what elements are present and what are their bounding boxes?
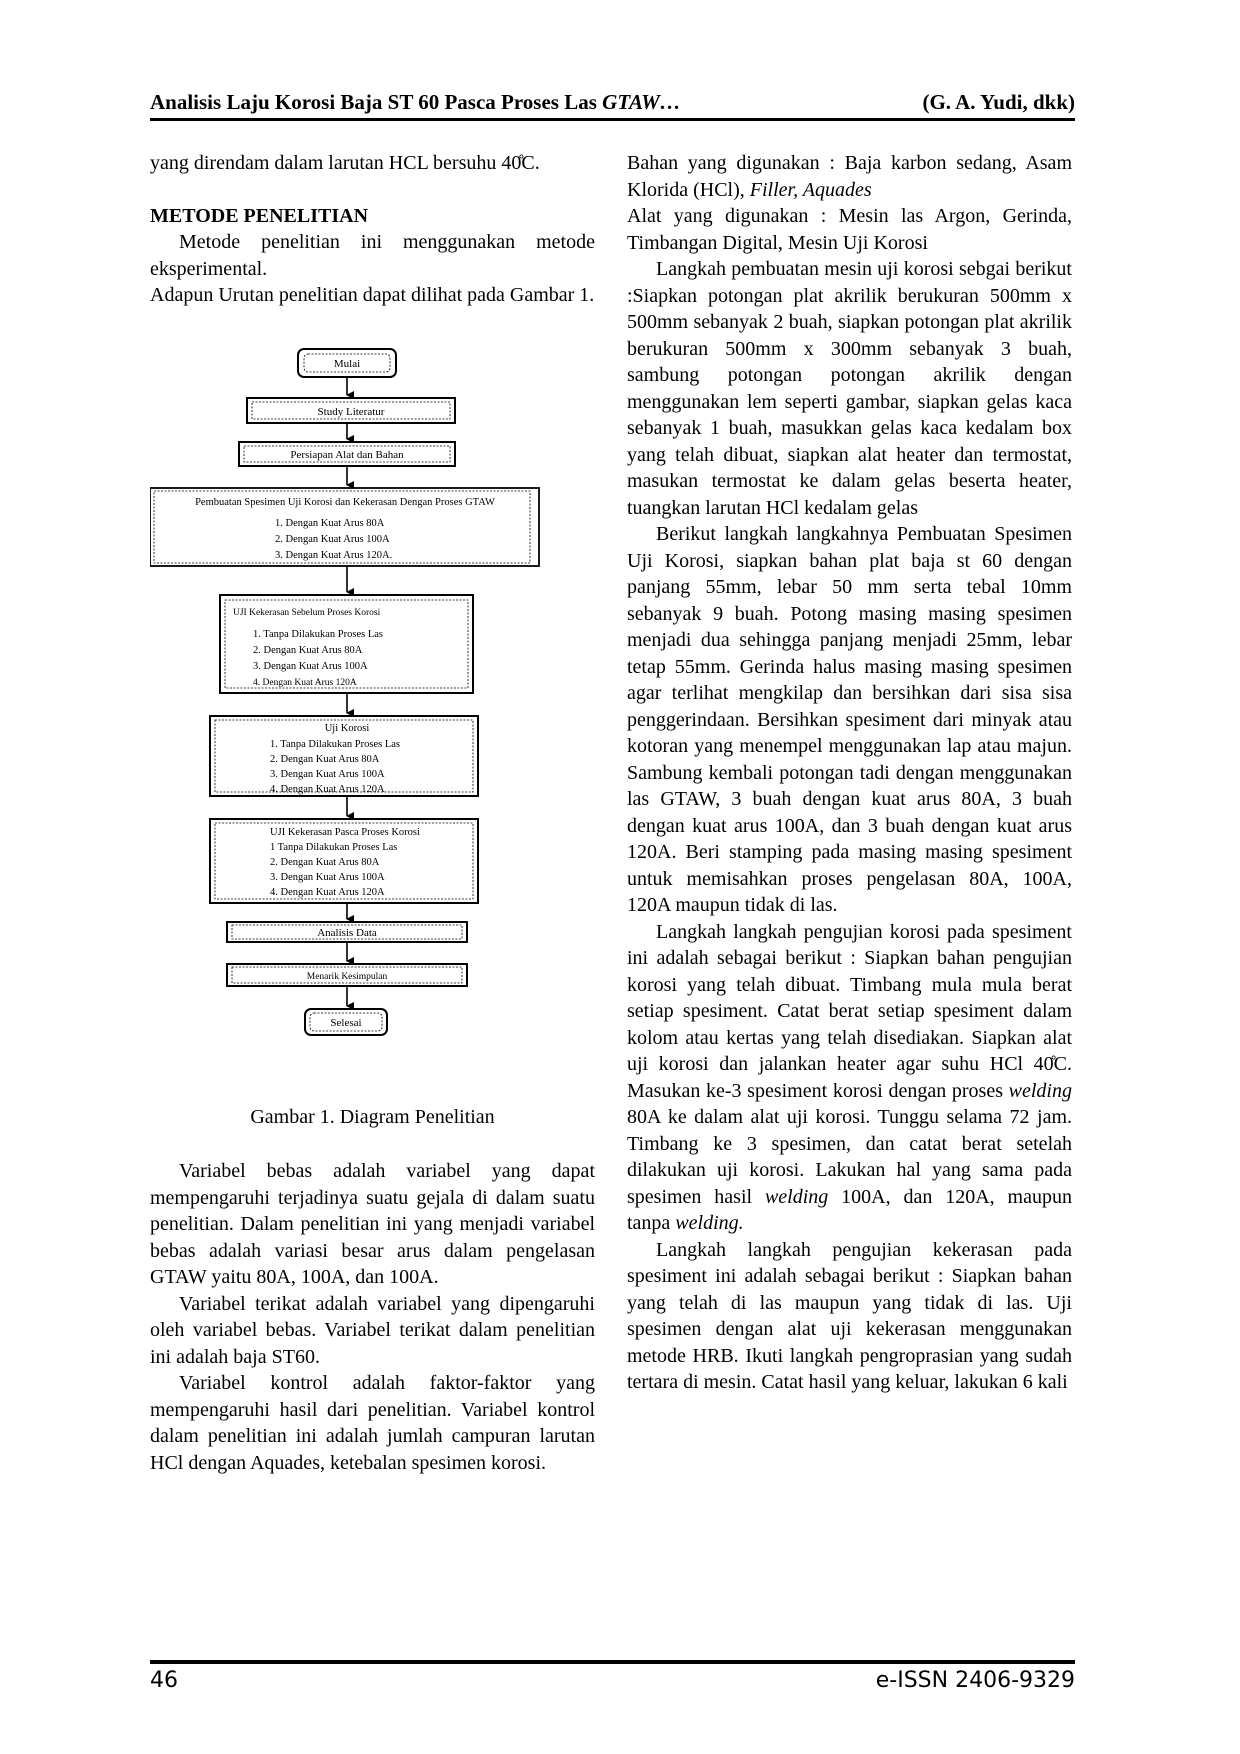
flow-spec-item: 2. Dengan Kuat Arus 100A	[275, 534, 390, 545]
flow-cor-item: 4. Dengan Kuat Arus 120A	[270, 784, 385, 795]
flowchart-figure: Mulai Study Literatur Persiapan Alat dan…	[150, 329, 595, 1104]
flow-prep: Persiapan Alat dan Bahan	[290, 449, 404, 461]
flow-end: Selesai	[330, 1017, 361, 1029]
figure-caption: Gambar 1. Diagram Penelitian	[250, 1105, 495, 1128]
left-column: yang direndam dalam larutan HCL bersuhu …	[150, 150, 595, 1476]
paragraph: Variabel terikat adalah variabel yang di…	[150, 1292, 595, 1368]
flow-analysis: Analisis Data	[317, 927, 377, 939]
flow-hard1-item: 1. Tanpa Dilakukan Proses Las	[253, 629, 383, 640]
flow-spec-title: Pembuatan Spesimen Uji Korosi dan Kekera…	[195, 497, 495, 508]
paragraph: Alat yang digunakan : Mesin las Argon, G…	[627, 205, 1072, 254]
header-rule	[150, 118, 1075, 121]
flow-hard1-title: UJI Kekerasan Sebelum Proses Korosi	[233, 608, 381, 618]
flow-conclude: Menarik Kesimpulan	[307, 972, 388, 982]
right-column: Bahan yang digunakan : Baja karbon sedan…	[627, 150, 1072, 1396]
page-number: 46	[150, 1668, 178, 1693]
section-heading: METODE PENELITIAN	[150, 204, 369, 227]
paragraph: Variabel kontrol adalah faktor-faktor ya…	[150, 1372, 595, 1474]
flow-hard1-item: 2. Dengan Kuat Arus 80A	[253, 645, 363, 656]
flow-cor-item: 2. Dengan Kuat Arus 80A	[270, 754, 380, 765]
header-title: Analisis Laju Korosi Baja ST 60 Pasca Pr…	[150, 90, 681, 114]
flow-hard1-item: 4. Dengan Kuat Arus 120A	[253, 678, 357, 688]
flow-hard1-item: 3. Dengan Kuat Arus 100A	[253, 661, 368, 672]
research-flowchart: Mulai Study Literatur Persiapan Alat dan…	[150, 347, 540, 1036]
paragraph: Langkah langkah pengujian kekerasan pada…	[627, 1238, 1072, 1394]
flow-spec-item: 1. Dengan Kuat Arus 80A	[275, 518, 385, 529]
flow-cor-title: Uji Korosi	[325, 723, 370, 734]
paragraph: Berikut langkah langkahnya Pembuatan Spe…	[627, 523, 1072, 916]
flow-hard2-title: UJI Kekerasan Pasca Proses Korosi	[270, 827, 420, 838]
paragraph: Metode penelitian ini menggunakan metode…	[150, 231, 595, 280]
paragraph: yang direndam dalam larutan HCL bersuhu …	[150, 152, 540, 174]
issn: e-ISSN 2406-9329	[875, 1668, 1075, 1693]
flow-hard2-item: 2. Dengan Kuat Arus 80A	[270, 857, 380, 868]
flow-cor-item: 3. Dengan Kuat Arus 100A	[270, 769, 385, 780]
running-header: Analisis Laju Korosi Baja ST 60 Pasca Pr…	[150, 90, 1075, 120]
flow-cor-item: 1. Tanpa Dilakukan Proses Las	[270, 739, 400, 750]
flow-hard2-item: 4. Dengan Kuat Arus 120A	[270, 887, 385, 898]
flow-start: Mulai	[334, 358, 360, 370]
flow-spec-item: 3. Dengan Kuat Arus 120A.	[275, 550, 392, 561]
header-authors: (G. A. Yudi, dkk)	[922, 90, 1075, 114]
flow-hard2-item: 3. Dengan Kuat Arus 100A	[270, 872, 385, 883]
footer-rule	[150, 1660, 1075, 1664]
flow-hard2-item: 1 Tanpa Dilakukan Proses Las	[270, 842, 397, 853]
flow-study: Study Literatur	[318, 406, 385, 418]
paragraph: Langkah pembuatan mesin uji korosi sebga…	[627, 258, 1072, 519]
paragraph: Adapun Urutan penelitian dapat dilihat p…	[150, 284, 595, 306]
paragraph: Bahan yang digunakan : Baja karbon sedan…	[627, 152, 1072, 201]
paragraph: Langkah langkah pengujian korosi pada sp…	[627, 920, 1072, 1235]
paragraph: Variabel bebas adalah variabel yang dapa…	[150, 1160, 595, 1288]
